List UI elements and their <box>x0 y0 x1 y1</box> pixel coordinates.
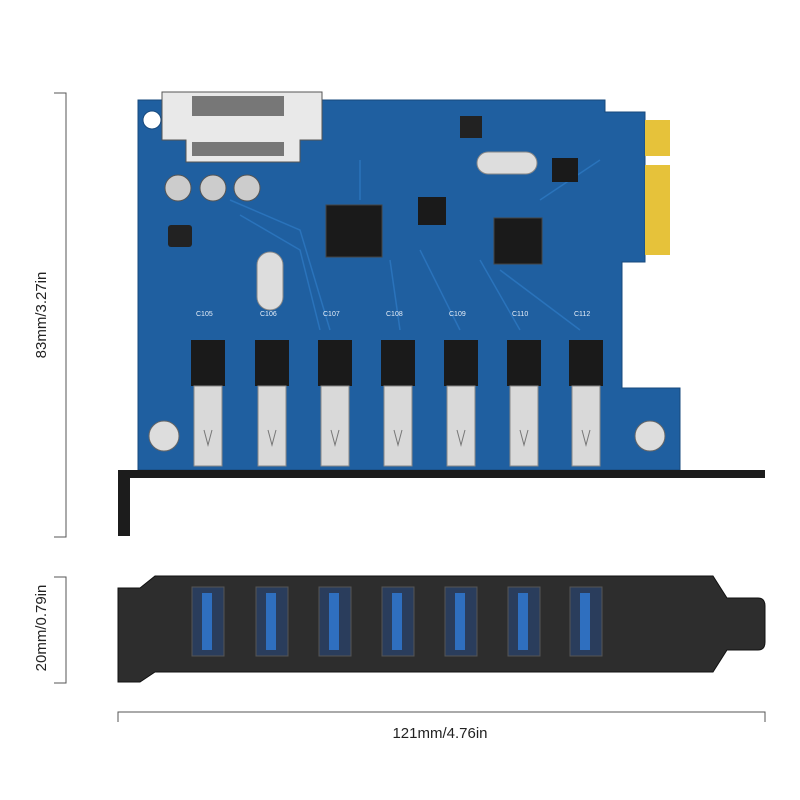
crystal-2 <box>476 151 538 175</box>
pcb-board <box>137 91 681 471</box>
usb-port-front[interactable] <box>318 586 352 657</box>
usb-port-front[interactable] <box>507 586 541 657</box>
usb-port[interactable] <box>318 340 352 467</box>
bracket-height-dimension-label: 20mm/0.79in <box>33 584 50 672</box>
length-dimension-line <box>117 711 766 722</box>
usb-port[interactable] <box>381 340 415 467</box>
mounting-hole-left <box>148 420 180 452</box>
cap-label: C108 <box>386 311 403 318</box>
cap-label: C105 <box>196 311 213 318</box>
small-chip <box>552 158 578 182</box>
length-dimension-label: 121mm/4.76in <box>392 725 488 742</box>
cap-label: C110 <box>512 311 529 318</box>
usb-port[interactable] <box>507 340 541 467</box>
height-dimension-label: 83mm/3.27in <box>33 271 50 359</box>
bracket-front-view <box>117 575 766 683</box>
usb-port-front[interactable] <box>444 586 478 657</box>
pcie-gold-fingers <box>645 120 670 255</box>
cap-label: C107 <box>323 311 340 318</box>
controller-chip-2 <box>493 217 543 265</box>
cap-label: C109 <box>449 311 466 318</box>
dimension-lines <box>54 92 766 722</box>
button <box>460 116 482 138</box>
cap-label: C106 <box>260 311 277 318</box>
controller-chip-1 <box>325 204 383 258</box>
crystal-1 <box>256 251 284 311</box>
usb-ports-front <box>191 586 603 657</box>
electrolytic-capacitors <box>164 174 261 202</box>
usb-ports-top <box>191 340 603 467</box>
usb-port[interactable] <box>255 340 289 467</box>
usb-port-front[interactable] <box>191 586 225 657</box>
usb-port[interactable] <box>569 340 603 467</box>
mounting-hole-right <box>634 420 666 452</box>
usb-port-front[interactable] <box>255 586 289 657</box>
bracket-top-view <box>118 470 765 536</box>
cap-label: C112 <box>574 311 591 318</box>
bracket-height-dimension-line <box>54 576 67 684</box>
usb-port-front[interactable] <box>569 586 603 657</box>
height-dimension-line <box>54 92 67 538</box>
usb-port-front[interactable] <box>381 586 415 657</box>
regulator-chip <box>418 197 446 225</box>
mounting-hole <box>142 110 162 130</box>
usb-port[interactable] <box>444 340 478 467</box>
inductor <box>168 225 192 247</box>
usb-port[interactable] <box>191 340 225 467</box>
